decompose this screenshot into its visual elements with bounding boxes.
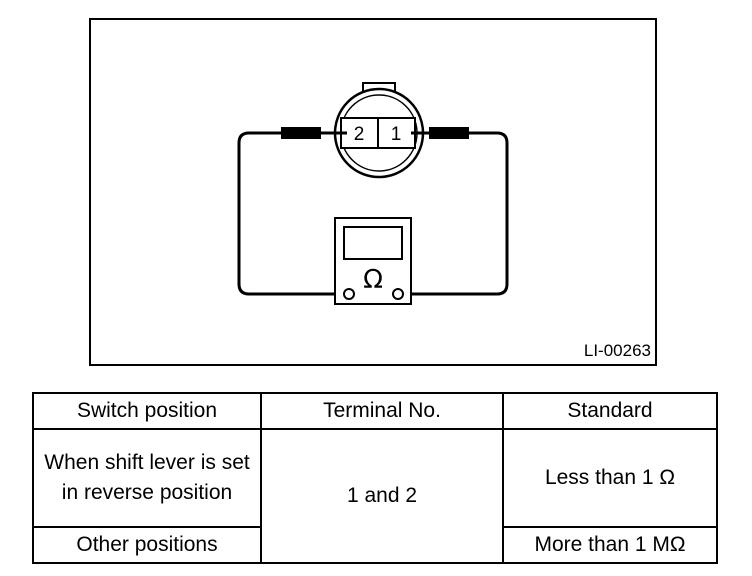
cell-terminal-no: 1 and 2	[260, 428, 504, 564]
terminal-2-label: 2	[354, 124, 365, 145]
header-standard: Standard	[502, 392, 718, 430]
diagram-frame	[89, 18, 657, 366]
connector: 2 1	[333, 82, 425, 179]
right-wire	[401, 131, 509, 296]
terminal-1-label: 1	[391, 124, 402, 145]
spec-table: Switch position Terminal No. Standard Wh…	[32, 392, 718, 564]
wiring-diagram: 2 1 Ω LI-00263	[89, 18, 657, 366]
left-probe	[281, 127, 321, 139]
cell-switch-position: Other positions	[32, 526, 262, 564]
header-terminal-no: Terminal No.	[260, 392, 504, 430]
table-row: When shift lever is set in reverse posit…	[32, 428, 718, 564]
left-wire	[237, 131, 347, 296]
cell-standard: More than 1 MΩ	[502, 526, 718, 564]
cell-switch-position: When shift lever is set in reverse posit…	[32, 428, 262, 528]
ohmmeter-left-jack	[343, 288, 355, 300]
figure-id-label: LI-00263	[584, 341, 651, 360]
table-row: Other positions More than 1 MΩ	[32, 526, 718, 564]
right-probe	[429, 127, 469, 139]
ohmmeter: Ω	[334, 217, 412, 305]
ohm-symbol: Ω	[363, 265, 383, 295]
ohmmeter-display	[343, 226, 403, 260]
ohmmeter-right-jack	[392, 288, 404, 300]
cell-standard: Less than 1 Ω	[502, 428, 718, 528]
diagram-canvas: 2 1 Ω LI-00263	[89, 18, 657, 366]
header-switch-position: Switch position	[32, 392, 262, 430]
table-header-row: Switch position Terminal No. Standard	[32, 392, 718, 430]
